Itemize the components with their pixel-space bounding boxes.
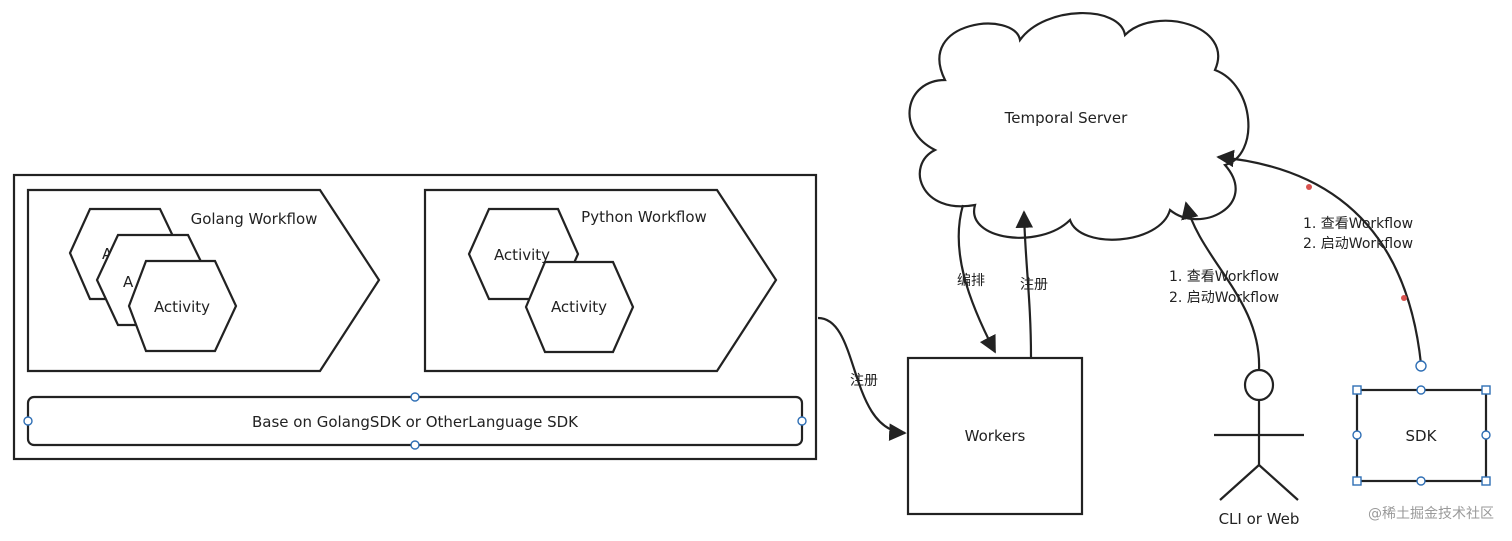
python-workflow-label: Python Workflow [581,208,707,226]
register-label-server: 注册 [1020,277,1048,293]
waypoint-dot[interactable] [1401,295,1407,301]
workers-label: Workers [965,427,1026,445]
waypoint-dot[interactable] [1306,184,1312,190]
resize-handle[interactable] [1481,385,1491,395]
connection-handle[interactable] [410,440,420,450]
resize-handle[interactable] [1352,385,1362,395]
activity-label: Activity [154,298,210,316]
workers-box: Workers [906,356,1084,516]
cli-view-workflow-label: 1. 查看Workflow [1169,269,1279,285]
sdk-to-server-arrow [1216,149,1423,365]
connection-handle[interactable] [1481,430,1491,440]
register-arrow-container [817,316,907,441]
connection-point[interactable] [1415,360,1427,372]
resize-handle[interactable] [1352,476,1362,486]
activity-hexagon: Activity [524,260,635,354]
connection-handle[interactable] [410,392,420,402]
python-workflow: Python Workflow Activity Activity [423,188,778,373]
connection-handle[interactable] [1416,476,1426,486]
base-sdk-label: Base on GolangSDK or OtherLanguage SDK [252,413,579,431]
activity-hexagon: Activity [127,259,238,353]
register-arrow-server [1015,210,1034,358]
connection-handle[interactable] [1352,430,1362,440]
watermark: @稀土掘金技术社区 [1368,506,1494,522]
golang-workflow: Golang Workflow A A Activity [26,188,381,373]
connection-handle[interactable] [797,416,807,426]
register-label-container: 注册 [850,373,878,389]
connection-handle[interactable] [23,416,33,426]
cli-start-workflow-label: 2. 启动Workflow [1169,290,1279,306]
sdk-view-workflow-label: 1. 查看Workflow [1303,216,1413,232]
activity-label-partial: A [102,245,113,263]
cli-web-actor: CLI or Web [1214,368,1304,528]
sdk-container [12,173,818,461]
sdk-box[interactable]: SDK [1352,360,1491,486]
temporal-server-label: Temporal Server [1004,109,1128,127]
activity-label: Activity [494,246,550,264]
activity-label-partial: A [123,273,134,291]
cli-web-label: CLI or Web [1219,510,1300,528]
golang-workflow-label: Golang Workflow [191,210,318,228]
activity-label: Activity [551,298,607,316]
resize-handle[interactable] [1481,476,1491,486]
connection-handle[interactable] [1416,385,1426,395]
sdk-label: SDK [1406,427,1438,445]
base-sdk-bar[interactable]: Base on GolangSDK or OtherLanguage SDK [23,392,807,450]
cli-to-server-arrow [1181,201,1261,371]
orchestrate-arrow [957,204,996,354]
temporal-server-cloud: Temporal Server [908,12,1250,241]
sdk-start-workflow-label: 2. 启动Workflow [1303,236,1413,252]
orchestrate-label: 编排 [957,273,985,289]
